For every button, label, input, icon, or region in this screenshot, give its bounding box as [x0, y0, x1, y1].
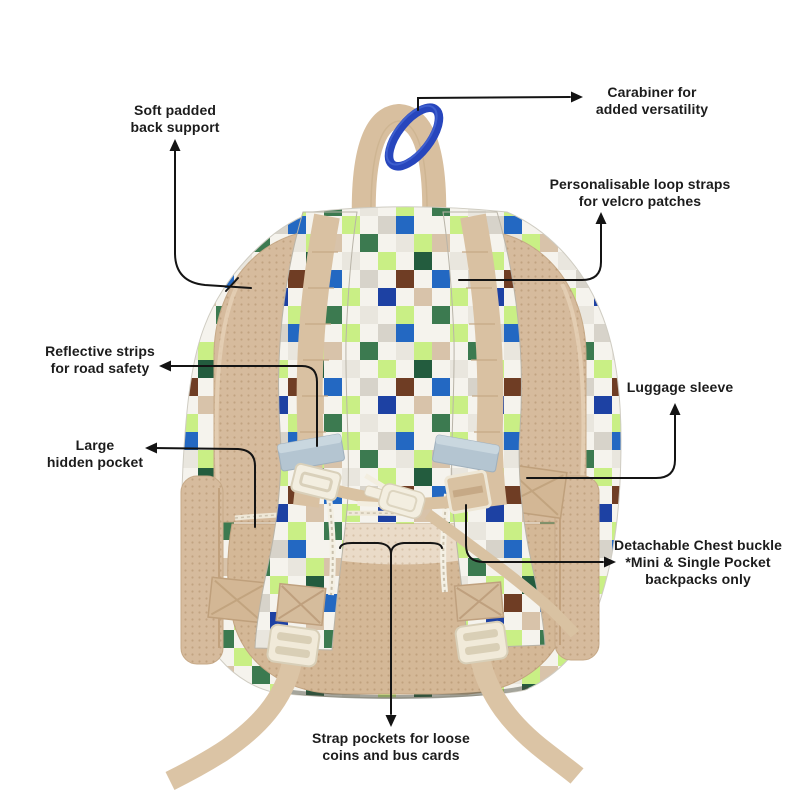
left-webbing-band: [207, 576, 267, 624]
label-line: Luggage sleeve: [626, 379, 734, 395]
right-reflective-strip: [432, 434, 500, 473]
right-side-pocket: [554, 475, 600, 661]
label-loop-straps: Personalisable loop straps for velcro pa…: [550, 176, 731, 210]
label-line: backpacks only: [645, 570, 751, 587]
top-handle: [351, 103, 447, 225]
label-carabiner: Carabiner for added versatility: [596, 84, 708, 118]
right-strap-buckle: [454, 620, 509, 665]
annotation-arrows: [145, 91, 681, 727]
left-reflective-strip: [277, 433, 345, 472]
label-line: Soft padded: [134, 102, 216, 118]
label-line: hidden pocket: [46, 453, 144, 470]
chest-strap: [290, 462, 580, 638]
label-line: Detachable Chest buckle: [613, 537, 783, 553]
label-line: Personalisable loop straps: [549, 176, 731, 192]
chest-strap-buckle: [357, 473, 426, 519]
left-strap-stitch-box: [275, 582, 327, 627]
label-line: Reflective strips: [45, 343, 155, 359]
label-line: Strap pockets for loose: [312, 730, 470, 746]
webbing-tails: [165, 655, 584, 790]
label-line: Large: [75, 437, 115, 453]
label-line: back support: [130, 118, 220, 135]
label-luggage-sleeve: Luggage sleeve: [627, 379, 733, 396]
label-reflective-strips: Reflective strips for road safety: [45, 343, 155, 377]
left-side-pocket: [180, 475, 224, 665]
label-line: for road safety: [50, 359, 150, 376]
label-line: for velcro patches: [578, 192, 702, 209]
label-line: coins and bus cards: [322, 746, 460, 763]
label-line: *Mini & Single Pocket: [625, 553, 771, 570]
label-chest-buckle: Detachable Chest buckle *Mini & Single P…: [614, 537, 782, 587]
label-line: Carabiner for: [607, 84, 697, 100]
label-strap-pockets: Strap pockets for loose coins and bus ca…: [312, 730, 470, 764]
label-line: added versatility: [595, 100, 709, 117]
left-strap-buckle: [266, 623, 321, 668]
label-hidden-pocket: Large hidden pocket: [47, 437, 143, 471]
chest-strap-anchor-buckle: [444, 469, 492, 515]
right-strap-stitch-box: [453, 581, 505, 622]
carabiner-clip: [384, 103, 444, 171]
chest-strap-slider: [290, 462, 342, 502]
label-soft-padded-back-support: Soft padded back support: [130, 102, 219, 136]
